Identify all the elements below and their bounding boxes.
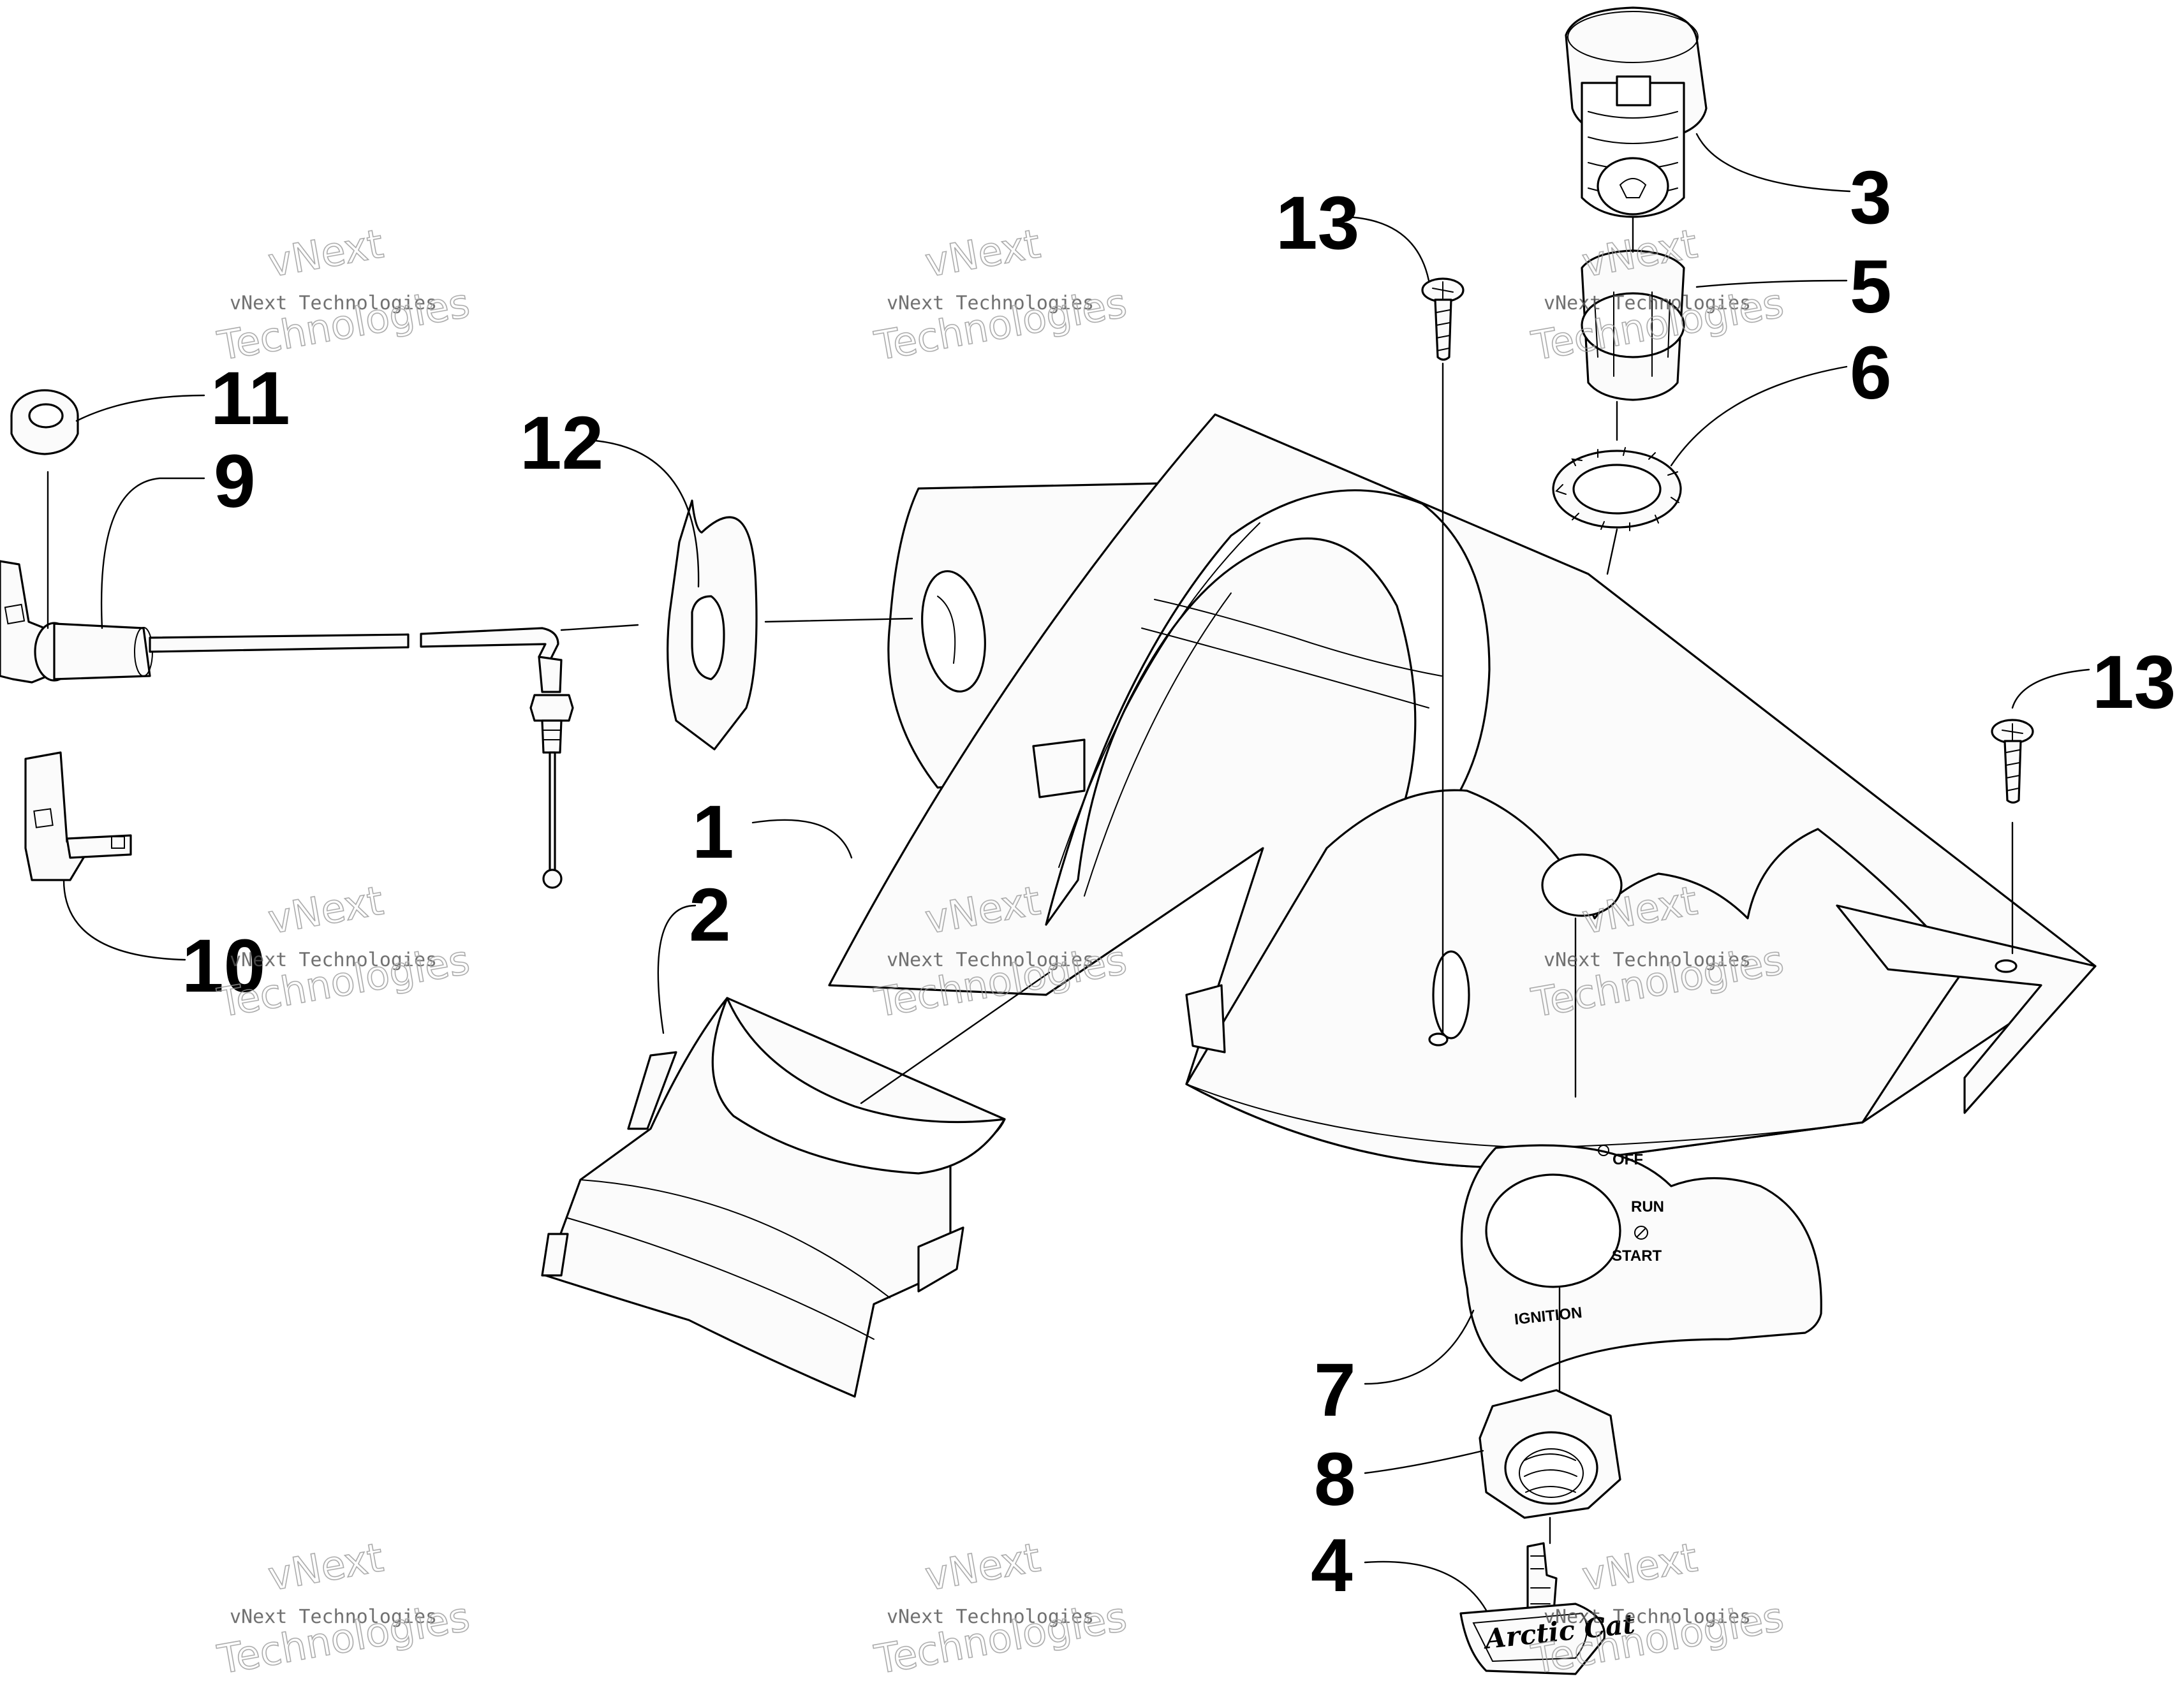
callout-3: 3	[1850, 156, 1892, 240]
throttle-knob	[10, 389, 79, 455]
svg-text:vNext Technologies: vNext Technologies	[887, 949, 1094, 971]
throttle-lever-assembly	[0, 560, 574, 889]
lock-washer	[1552, 447, 1682, 531]
svg-text:vNext: vNext	[265, 1534, 387, 1599]
svg-text:vNext Technologies: vNext Technologies	[1544, 292, 1751, 314]
callout-1: 1	[692, 790, 734, 874]
svg-text:vNext Technologies: vNext Technologies	[230, 292, 437, 314]
svg-text:vNext: vNext	[1579, 1534, 1701, 1599]
svg-text:vNext Technologies: vNext Technologies	[1544, 1606, 1751, 1628]
ignition-key: Arctic Cat	[1459, 1542, 1637, 1675]
ignition-switch	[1565, 6, 1708, 218]
callout-6: 6	[1850, 331, 1892, 415]
svg-text:vNext Technologies: vNext Technologies	[230, 949, 437, 971]
ring-nut	[1581, 249, 1685, 401]
hex-nut	[1479, 1389, 1621, 1519]
svg-text:vNext: vNext	[922, 220, 1044, 286]
front-cap	[541, 997, 1006, 1398]
callout-2: 2	[689, 873, 731, 957]
callout-7: 7	[1314, 1348, 1356, 1432]
callout-13-right: 13	[2092, 640, 2176, 724]
panel-label-run: RUN	[1631, 1198, 1664, 1215]
callout-labels: 1 2 3 4 5 6 7 8 9 10 11 12 13 13	[182, 156, 2176, 1608]
panel-label-off: OFF	[1612, 1151, 1643, 1168]
watermark: vNext vNext Technologies Technologies	[214, 220, 473, 371]
svg-text:vNext: vNext	[265, 220, 387, 286]
watermark: vNext vNext Technologies Technologies	[214, 1534, 473, 1681]
console-housing	[828, 413, 2097, 1169]
panel-label-start: START	[1612, 1247, 1662, 1265]
throttle-lever	[24, 751, 132, 881]
callout-13-top: 13	[1276, 181, 1359, 265]
watermark: vNext vNext Technologies Technologies	[871, 220, 1130, 371]
leader-lines	[47, 133, 2090, 1611]
callout-12: 12	[520, 401, 603, 485]
ignition-decal-panel: OFF RUN START IGNITION	[1460, 1144, 1822, 1382]
watermark: vNext vNext Technologies Technologies	[1528, 1534, 1787, 1681]
callout-10: 10	[182, 924, 265, 1008]
callout-5: 5	[1850, 245, 1892, 329]
callout-9: 9	[214, 439, 256, 524]
svg-text:vNext Technologies: vNext Technologies	[887, 1606, 1094, 1628]
svg-text:vNext Technologies: vNext Technologies	[230, 1606, 437, 1628]
svg-text:vNext: vNext	[265, 877, 387, 943]
callout-8: 8	[1314, 1437, 1356, 1522]
callout-4: 4	[1311, 1523, 1353, 1608]
svg-text:vNext Technologies: vNext Technologies	[1544, 949, 1751, 971]
svg-text:vNext Technologies: vNext Technologies	[887, 292, 1094, 314]
svg-text:vNext: vNext	[922, 1534, 1044, 1599]
watermark: vNext vNext Technologies Technologies	[871, 1534, 1130, 1681]
gasket-plate	[667, 499, 758, 751]
callout-11: 11	[210, 356, 290, 441]
screw-right	[1991, 719, 2034, 804]
screw-left	[1421, 277, 1465, 361]
